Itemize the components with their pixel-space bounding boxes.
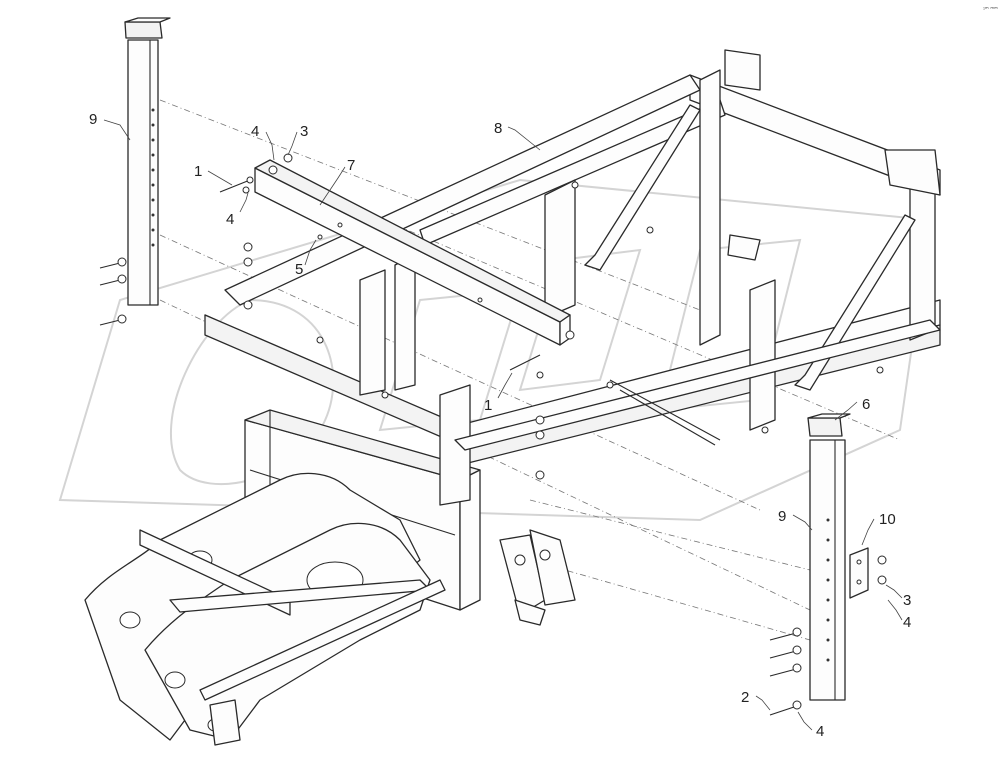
post-9-right — [807, 413, 851, 701]
callout-1-top: 1 — [194, 163, 202, 180]
callout-9-top: 9 — [89, 111, 97, 128]
post-9-top-holes — [151, 108, 155, 247]
callout-5: 5 — [295, 261, 303, 278]
callout-4-top: 4 — [251, 123, 259, 140]
callout-6: 6 — [862, 396, 870, 413]
callout-7: 7 — [347, 157, 355, 174]
callout-2: 2 — [741, 689, 749, 706]
plate-10 — [849, 547, 869, 599]
leader-lines — [103, 119, 903, 731]
callout-9-right: 9 — [778, 508, 786, 525]
nuts-washers — [117, 153, 887, 710]
front-cross-tube — [139, 529, 446, 746]
callout-4-bottom: 4 — [816, 723, 824, 740]
callout-1-mid: 1 — [484, 397, 492, 414]
callout-labels: 9 4 3 1 7 4 5 8 1 6 9 10 3 4 2 4 ₁ₘ ₘₘ — [89, 5, 998, 740]
callout-3-right: 3 — [903, 592, 911, 609]
callout-10: 10 — [879, 511, 896, 528]
post-9-top — [124, 17, 171, 306]
callout-8: 8 — [494, 120, 502, 137]
callout-4-right: 4 — [903, 614, 911, 631]
hitch-brackets — [499, 529, 576, 626]
callout-3-top: 3 — [300, 123, 308, 140]
corner-mark: ₁ₘ ₘₘ — [983, 5, 998, 11]
main-frame — [204, 49, 941, 506]
cross-beam-7 — [254, 159, 571, 346]
callout-4-mid: 4 — [226, 211, 234, 228]
post-9-right-holes — [826, 518, 830, 662]
